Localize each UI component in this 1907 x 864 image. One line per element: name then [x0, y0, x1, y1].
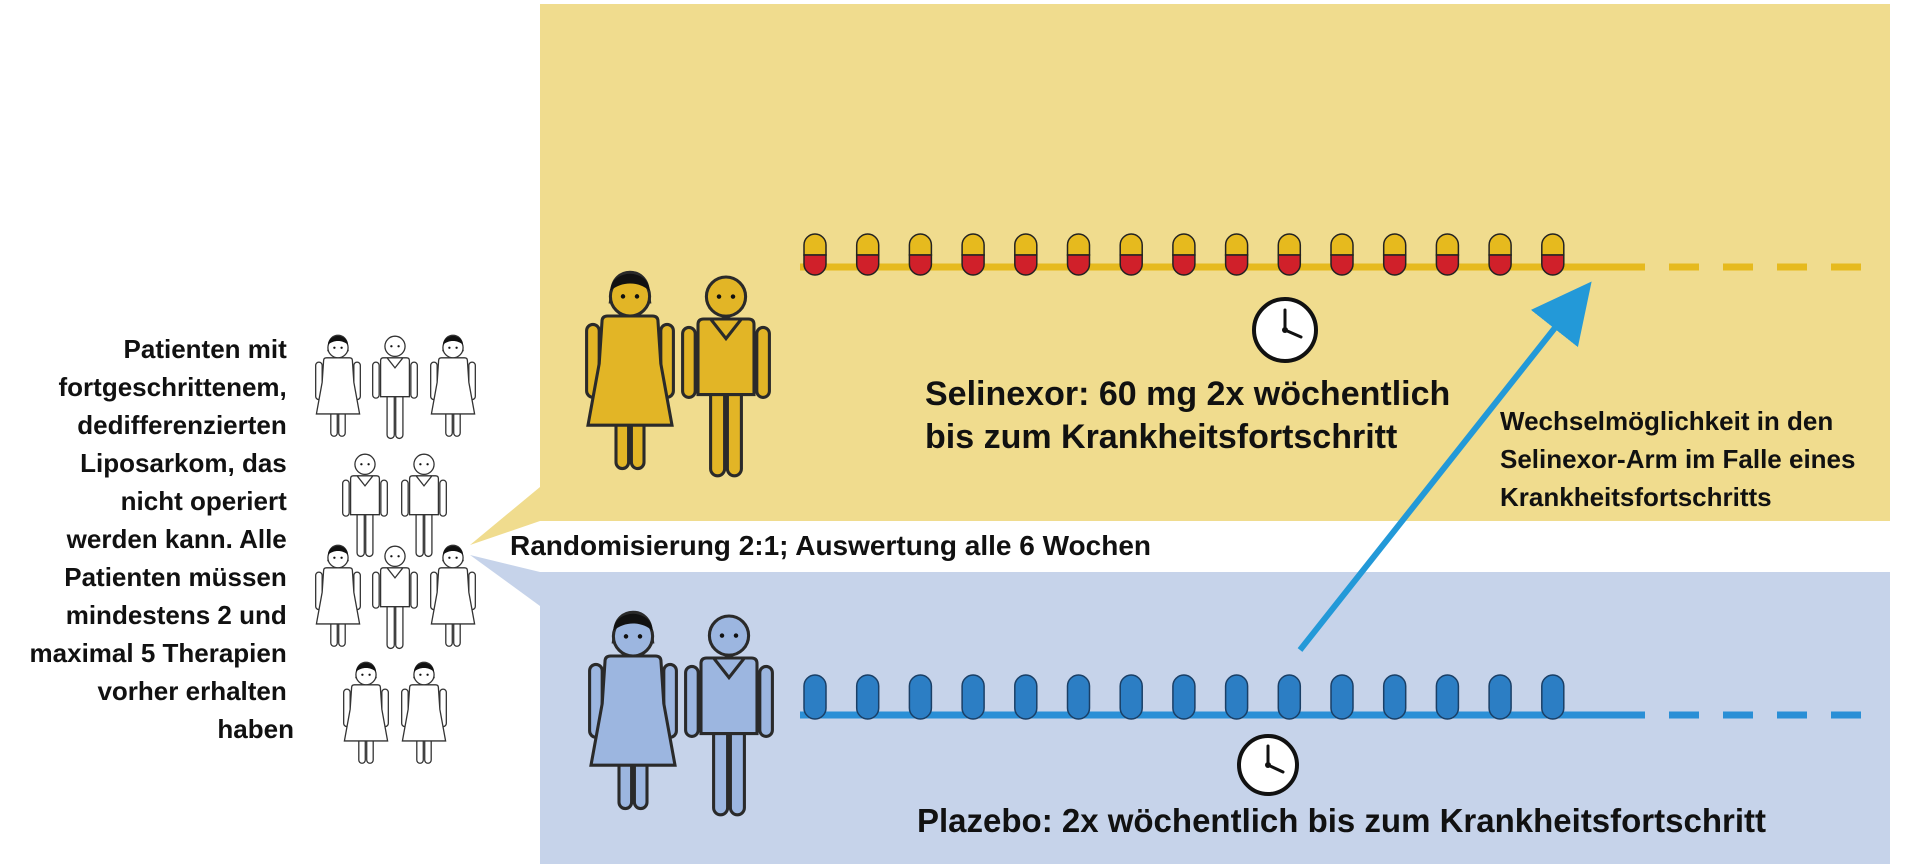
crossover-line: Selinexor-Arm im Falle eines — [1500, 444, 1855, 474]
population-line: Patienten mit — [124, 334, 288, 364]
population-line: dedifferenzierten — [77, 410, 287, 440]
selinexor-line: Selinexor: 60 mg 2x wöchentlich — [925, 375, 1450, 413]
placebo-capsule-icon — [908, 674, 933, 720]
population-line: werden kann. Alle — [66, 524, 287, 554]
population-text: Patienten mit fortgeschrittenem, dediffe… — [30, 334, 294, 744]
placebo-capsule-icon — [1277, 674, 1302, 720]
placebo-capsule-icon — [1224, 674, 1249, 720]
population-line: mindestens 2 und — [66, 600, 287, 630]
selinexor-arm-text: Selinexor: 60 mg 2x wöchentlich bis zum … — [925, 375, 1460, 456]
population-line: nicht operiert — [121, 486, 287, 516]
placebo-capsule-icon — [1119, 674, 1143, 720]
selinexor-capsule-icon — [1119, 233, 1143, 276]
placebo-capsule-icon — [1488, 674, 1512, 720]
placebo-capsule-icon — [803, 674, 827, 720]
patient-group-icon — [315, 334, 476, 764]
clock-icon — [1252, 297, 1318, 363]
selinexor-capsule-icon — [1066, 233, 1091, 276]
placebo-connector — [470, 555, 540, 606]
selinexor-capsule-icon — [1435, 233, 1460, 276]
selinexor-capsule-icon — [1172, 233, 1196, 276]
placebo-capsule-icon — [1014, 674, 1038, 720]
selinexor-capsule-icon — [1382, 233, 1407, 276]
selinexor-capsule-icon — [855, 233, 880, 276]
selinexor-capsule-row — [803, 233, 1565, 276]
population-line: maximal 5 Therapien — [30, 638, 287, 668]
selinexor-capsule-icon — [1330, 233, 1354, 276]
placebo-capsule-icon — [961, 674, 985, 720]
placebo-capsule-icon — [1382, 674, 1407, 720]
population-line: vorher erhalten — [97, 676, 286, 706]
selinexor-capsule-icon — [1541, 233, 1565, 276]
population-line: fortgeschrittenem, — [59, 372, 287, 402]
placebo-capsule-icon — [1330, 674, 1354, 720]
population-line: Liposarkom, das — [80, 448, 287, 478]
placebo-capsule-icon — [1435, 674, 1460, 720]
crossover-line: Wechselmöglichkeit in den — [1500, 406, 1833, 436]
population-line: haben — [217, 714, 294, 744]
clock-icon — [1237, 734, 1299, 796]
selinexor-capsule-icon — [1277, 233, 1302, 276]
selinexor-line: bis zum Krankheitsfortschritt — [925, 418, 1397, 456]
crossover-line: Krankheitsfortschritts — [1500, 482, 1772, 512]
selinexor-capsule-icon — [1224, 233, 1249, 276]
population-line: Patienten müssen — [64, 562, 287, 592]
placebo-capsule-icon — [1541, 674, 1565, 720]
selinexor-capsule-icon — [961, 233, 985, 276]
selinexor-panel — [540, 4, 1890, 521]
placebo-capsule-icon — [1066, 674, 1091, 720]
selinexor-connector — [470, 487, 540, 545]
placebo-capsule-icon — [1172, 674, 1196, 720]
placebo-arm-label: Plazebo: 2x wöchentlich bis zum Krankhei… — [917, 802, 1766, 839]
selinexor-capsule-icon — [1014, 233, 1038, 276]
placebo-capsule-row — [803, 674, 1565, 720]
crossover-arrow-icon — [1297, 281, 1592, 652]
placebo-capsule-icon — [855, 674, 880, 720]
selinexor-capsule-icon — [1488, 233, 1512, 276]
crossover-text: Wechselmöglichkeit in den Selinexor-Arm … — [1500, 406, 1863, 512]
selinexor-capsule-icon — [908, 233, 933, 276]
selinexor-capsule-icon — [803, 233, 827, 276]
randomization-label: Randomisierung 2:1; Auswertung alle 6 Wo… — [510, 530, 1151, 561]
